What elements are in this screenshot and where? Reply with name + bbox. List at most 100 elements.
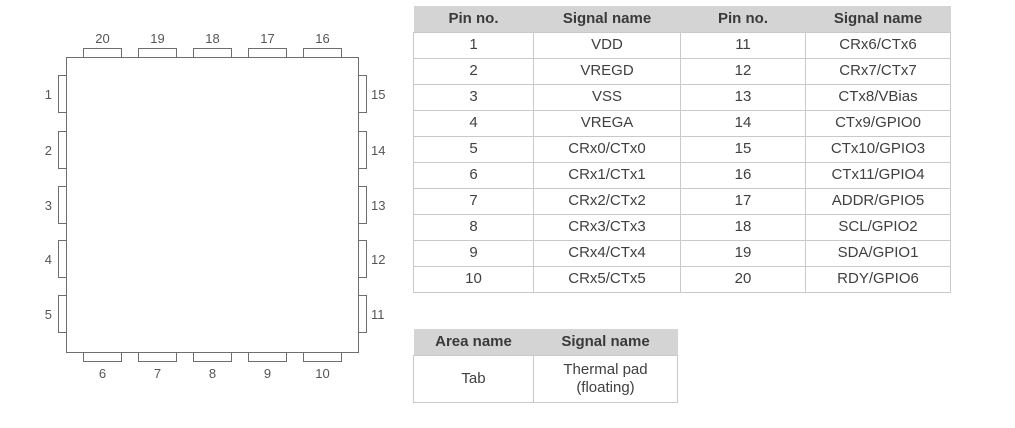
pin-number-label: 10 <box>315 366 330 381</box>
pin-no-cell: 9 <box>413 239 534 267</box>
chip-package-body <box>66 57 359 353</box>
pin-no-header: Pin no. <box>680 6 806 32</box>
signal-name-cell: CTx10/GPIO3 <box>805 135 951 163</box>
pin-number-label: 4 <box>44 252 52 267</box>
table-row: 10 CRx5/CTx5 20 RDY/GPIO6 <box>413 265 951 293</box>
table-row: Tab Thermal pad (floating) <box>413 354 678 403</box>
pin-number-label: 14 <box>371 143 386 158</box>
pin-7 <box>138 352 177 362</box>
pin-no-cell: 15 <box>680 135 806 163</box>
pin-number-label: 11 <box>371 307 385 322</box>
table-row: 1 VDD 11 CRx6/CTx6 <box>413 31 951 59</box>
signal-name-cell: VREGD <box>533 57 681 85</box>
pin-no-cell: 7 <box>413 187 534 215</box>
table-row: 4 VREGA 14 CTx9/GPIO0 <box>413 109 951 137</box>
pin-no-header: Pin no. <box>413 6 534 32</box>
pin-6 <box>83 352 122 362</box>
signal-name-cell: VREGA <box>533 109 681 137</box>
pin-number-label: 2 <box>44 143 52 158</box>
signal-name-cell: ADDR/GPIO5 <box>805 187 951 215</box>
pin-11 <box>358 295 367 333</box>
pin-20 <box>83 48 122 58</box>
pin-number-label: 7 <box>153 366 162 381</box>
signal-name-cell: VDD <box>533 31 681 59</box>
area-table-header-row: Area name Signal name <box>413 329 678 355</box>
pin-5 <box>58 295 67 333</box>
pin-10 <box>303 352 342 362</box>
pin-number-label: 18 <box>205 31 220 46</box>
signal-name-cell: CTx8/VBias <box>805 83 951 111</box>
pin-number-label: 19 <box>150 31 165 46</box>
pin-number-label: 13 <box>371 198 386 213</box>
pin-no-cell: 13 <box>680 83 806 111</box>
pin-14 <box>358 131 367 169</box>
pin-8 <box>193 352 232 362</box>
table-row: 8 CRx3/CTx3 18 SCL/GPIO2 <box>413 213 951 241</box>
pin-assignment-table: Pin no. Signal name Pin no. Signal name … <box>413 6 951 293</box>
pin-3 <box>58 186 67 224</box>
signal-name-cell: CRx1/CTx1 <box>533 161 681 189</box>
pin-4 <box>58 240 67 278</box>
signal-name-cell: CRx3/CTx3 <box>533 213 681 241</box>
pin-no-cell: 20 <box>680 265 806 293</box>
pin-number-label: 9 <box>263 366 272 381</box>
signal-name-cell: CTx9/GPIO0 <box>805 109 951 137</box>
pin-no-cell: 10 <box>413 265 534 293</box>
pin-number-label: 8 <box>208 366 217 381</box>
pin-1 <box>58 75 67 113</box>
signal-name-cell: Thermal pad (floating) <box>533 354 678 403</box>
pin-table-header-row: Pin no. Signal name Pin no. Signal name <box>413 6 951 32</box>
pin-9 <box>248 352 287 362</box>
pin-13 <box>358 186 367 224</box>
signal-name-header: Signal name <box>533 6 681 32</box>
signal-name-cell: CRx7/CTx7 <box>805 57 951 85</box>
pin-17 <box>248 48 287 58</box>
pin-no-cell: 8 <box>413 213 534 241</box>
pin-no-cell: 19 <box>680 239 806 267</box>
signal-name-cell: CRx5/CTx5 <box>533 265 681 293</box>
table-row: 6 CRx1/CTx1 16 CTx11/GPIO4 <box>413 161 951 189</box>
area-name-header: Area name <box>413 329 534 355</box>
pin-no-cell: 4 <box>413 109 534 137</box>
signal-name-cell: CTx11/GPIO4 <box>805 161 951 189</box>
pin-no-cell: 11 <box>680 31 806 59</box>
pin-number-label: 16 <box>315 31 330 46</box>
pin-no-cell: 16 <box>680 161 806 189</box>
signal-name-cell: CRx6/CTx6 <box>805 31 951 59</box>
table-row: 9 CRx4/CTx4 19 SDA/GPIO1 <box>413 239 951 267</box>
pin-15 <box>358 75 367 113</box>
pin-no-cell: 14 <box>680 109 806 137</box>
area-name-table: Area name Signal name Tab Thermal pad (f… <box>413 329 678 403</box>
pin-number-label: 3 <box>44 198 52 213</box>
signal-name-cell: RDY/GPIO6 <box>805 265 951 293</box>
pin-number-label: 1 <box>44 87 52 102</box>
pin-16 <box>303 48 342 58</box>
pin-number-label: 6 <box>98 366 107 381</box>
table-row: 3 VSS 13 CTx8/VBias <box>413 83 951 111</box>
pin-2 <box>58 131 67 169</box>
area-name-cell: Tab <box>413 354 534 403</box>
pin-no-cell: 12 <box>680 57 806 85</box>
signal-name-cell: CRx4/CTx4 <box>533 239 681 267</box>
signal-name-cell: CRx0/CTx0 <box>533 135 681 163</box>
pin-no-cell: 2 <box>413 57 534 85</box>
table-row: 7 CRx2/CTx2 17 ADDR/GPIO5 <box>413 187 951 215</box>
pin-no-cell: 5 <box>413 135 534 163</box>
table-row: 5 CRx0/CTx0 15 CTx10/GPIO3 <box>413 135 951 163</box>
pin-number-label: 15 <box>371 87 386 102</box>
pin-no-cell: 17 <box>680 187 806 215</box>
signal-name-cell: VSS <box>533 83 681 111</box>
signal-name-cell: CRx2/CTx2 <box>533 187 681 215</box>
pin-no-cell: 18 <box>680 213 806 241</box>
signal-name-header: Signal name <box>533 329 678 355</box>
pin-19 <box>138 48 177 58</box>
pin-number-label: 20 <box>95 31 110 46</box>
pin-no-cell: 1 <box>413 31 534 59</box>
pin-number-label: 17 <box>260 31 275 46</box>
pin-12 <box>358 240 367 278</box>
signal-name-header: Signal name <box>805 6 951 32</box>
signal-name-cell: SDA/GPIO1 <box>805 239 951 267</box>
pin-no-cell: 3 <box>413 83 534 111</box>
pin-no-cell: 6 <box>413 161 534 189</box>
